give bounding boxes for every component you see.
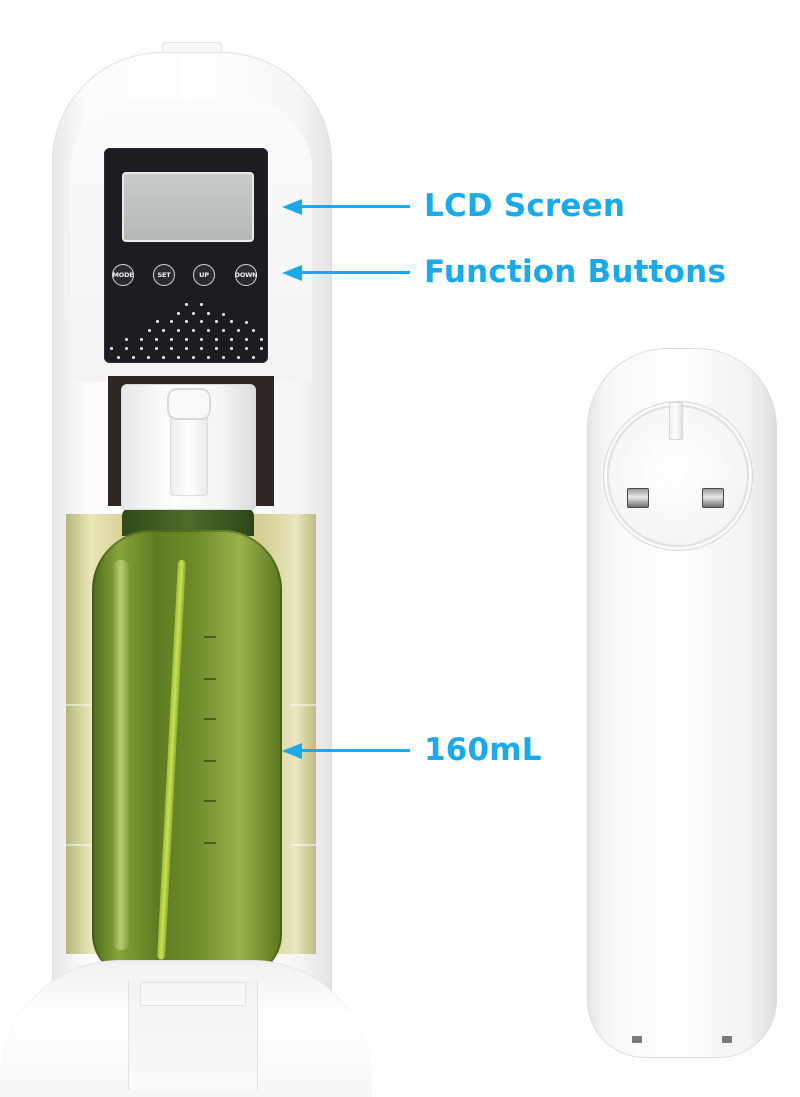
bottom-vent bbox=[632, 1036, 642, 1043]
nozzle-stem bbox=[170, 416, 208, 496]
lcd-screen bbox=[122, 172, 254, 242]
live-pin bbox=[627, 488, 649, 508]
neutral-pin bbox=[702, 488, 724, 508]
down-button[interactable]: DOWN bbox=[235, 264, 258, 286]
arrow-left-icon bbox=[282, 743, 302, 759]
nozzle-outlet bbox=[167, 388, 211, 420]
bottom-vent bbox=[722, 1036, 732, 1043]
callout-line bbox=[298, 271, 410, 274]
arrow-left-icon bbox=[282, 265, 302, 281]
callout-label-capacity: 160mL bbox=[424, 732, 542, 768]
set-button[interactable]: SET bbox=[153, 264, 175, 286]
arrow-left-icon bbox=[282, 199, 302, 215]
earth-pin bbox=[669, 402, 683, 440]
callout-line bbox=[298, 205, 410, 208]
mode-button[interactable]: MODE bbox=[112, 264, 134, 286]
callout-label-buttons: Function Buttons bbox=[424, 254, 727, 290]
base-latch-slot bbox=[140, 982, 246, 1006]
callout-line bbox=[298, 749, 410, 752]
up-button[interactable]: UP bbox=[193, 264, 215, 286]
bottle-highlight bbox=[112, 560, 130, 950]
callout-label-lcd: LCD Screen bbox=[424, 188, 626, 224]
